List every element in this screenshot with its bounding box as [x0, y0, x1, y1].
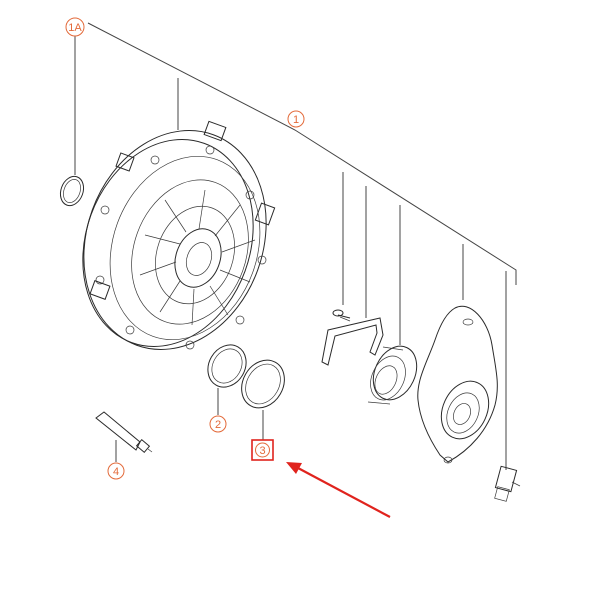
callout-1-label: 1 [293, 114, 299, 126]
callout-3-highlight[interactable]: 3 [251, 439, 274, 461]
snap-ring-1a [59, 175, 85, 207]
callout-1a-label: 1A [68, 22, 82, 34]
clutch-pressure-plate [82, 120, 276, 350]
callout-1[interactable]: 1 [287, 110, 305, 128]
callout-1a[interactable]: 1A [65, 17, 85, 37]
bolt [332, 309, 351, 322]
callout-2[interactable]: 2 [209, 415, 227, 433]
release-fork-housing [417, 305, 498, 464]
grease-tube [95, 411, 153, 462]
callout-4[interactable]: 4 [107, 462, 125, 480]
seal-ring-2 [207, 344, 247, 415]
retaining-bracket [321, 317, 384, 366]
sensor-connector [494, 465, 521, 502]
release-bearing [367, 345, 418, 405]
callout-3-label: 3 [259, 445, 265, 457]
callout-2-label: 2 [215, 419, 221, 431]
pointer-arrow [286, 462, 391, 518]
assembly-bracket [74, 22, 517, 470]
seal-ring-3 [241, 359, 285, 440]
callout-4-label: 4 [113, 466, 119, 478]
